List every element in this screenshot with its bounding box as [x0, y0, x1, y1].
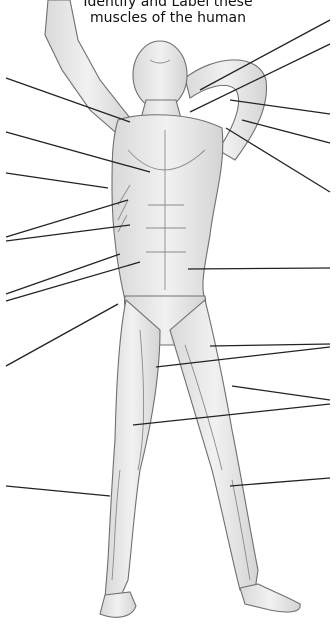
left-foot: [240, 584, 300, 612]
leader-line-9: [6, 486, 110, 496]
muscular-body-figure: [45, 0, 300, 617]
head: [133, 41, 187, 109]
torso: [112, 115, 223, 300]
leader-line-8: [6, 304, 118, 366]
leader-line-18: [232, 386, 330, 400]
leader-line-15: [188, 268, 330, 269]
leader-line-5: [6, 225, 130, 241]
leader-line-13: [242, 120, 330, 143]
leader-line-7: [6, 262, 140, 301]
leader-line-6: [6, 254, 120, 294]
leader-line-14: [226, 128, 330, 192]
right-foot: [100, 592, 136, 617]
leader-line-20: [230, 478, 330, 486]
leader-line-3: [6, 173, 108, 188]
leader-line-19: [133, 404, 330, 425]
leader-line-4: [6, 200, 128, 237]
right-leg: [105, 300, 160, 598]
leader-line-16: [210, 344, 330, 346]
left-leg: [170, 300, 258, 590]
